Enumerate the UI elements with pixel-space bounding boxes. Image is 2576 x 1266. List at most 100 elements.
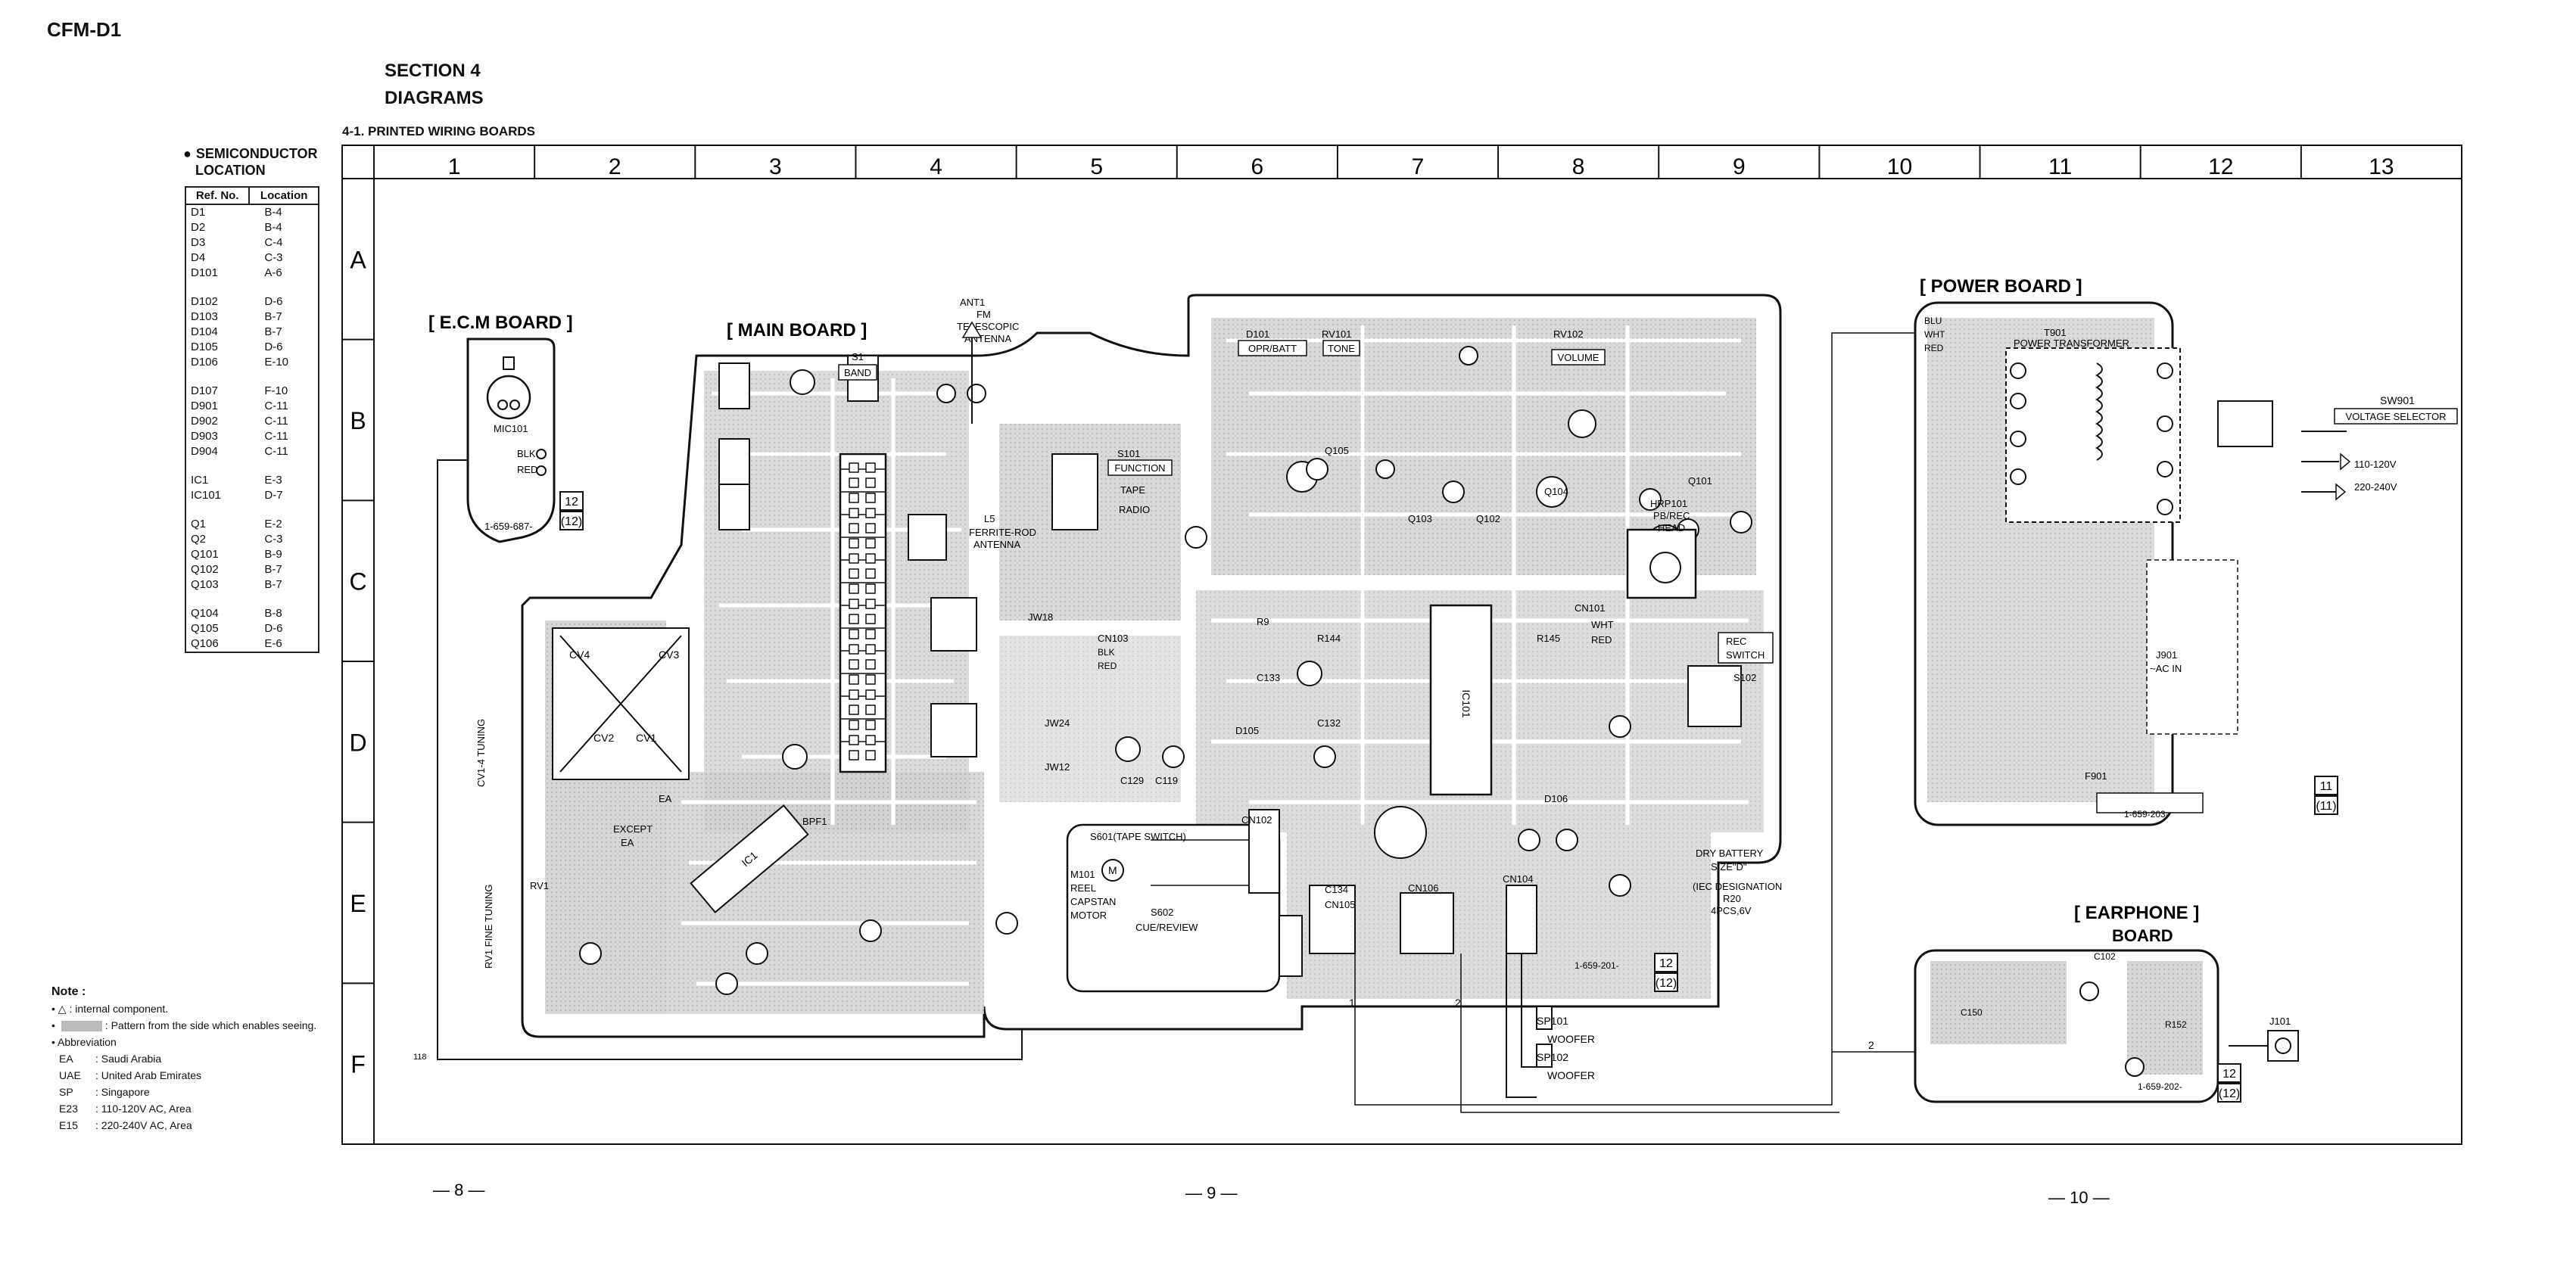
tape-label: TAPE <box>1120 484 1145 496</box>
sp101-label: SP101 <box>1537 1015 1568 1027</box>
ref-no-cell: D3 <box>191 236 206 249</box>
ref-no-cell: D2 <box>191 221 206 234</box>
ferrite-label-2: FERRITE-ROD <box>969 527 1036 538</box>
grid-column-label: 1 <box>448 154 461 179</box>
t901-label: T901 <box>2044 327 2067 338</box>
sp102-woofer-label: WOOFER <box>1547 1069 1595 1081</box>
connector-pin <box>865 599 876 609</box>
connector-pin <box>849 750 859 761</box>
q102-label: Q102 <box>1476 513 1500 524</box>
c129-label: C129 <box>1120 775 1144 786</box>
cn103-blk-label: BLK <box>1098 647 1115 658</box>
ref-no-cell: Q106 <box>191 637 219 650</box>
connector-pin <box>849 462 859 473</box>
ref-no-cell: D107 <box>191 384 218 397</box>
connector-pin <box>865 644 876 655</box>
connector-pin <box>849 553 859 564</box>
triangle-icon: △ <box>58 1003 67 1015</box>
ferrite-label-3: ANTENNA <box>973 539 1020 550</box>
connector-pin <box>865 614 876 624</box>
connector-pin <box>849 583 859 594</box>
mic-label: MIC101 <box>494 423 528 434</box>
shaded-pattern-swatch <box>61 1021 102 1032</box>
volume-label: VOLUME <box>1558 352 1599 363</box>
connector-pin <box>865 523 876 533</box>
ref-no-cell: IC101 <box>191 489 222 502</box>
ref-no-cell: Q1 <box>191 518 207 530</box>
grid-row-label: C <box>349 568 366 596</box>
location-cell: B-7 <box>264 578 282 591</box>
ref-no-cell: D1 <box>191 206 206 219</box>
power-board-title: [ POWER BOARD ] <box>1920 276 2082 297</box>
s102-label: S102 <box>1733 672 1756 683</box>
location-cell: B-7 <box>264 325 282 338</box>
ref-no-cell: D902 <box>191 415 218 428</box>
abbrev-item: SP: Singapore <box>51 1084 316 1100</box>
voltage-selector-label: VOLTAGE SELECTOR <box>2346 411 2447 422</box>
grid-column-label: 7 <box>1412 154 1425 179</box>
abbrev-value: : United Arab Emirates <box>95 1069 202 1081</box>
rv101-label: RV101 <box>1322 328 1352 340</box>
connector-pin <box>865 659 876 670</box>
grid-column-label: 8 <box>1572 154 1585 179</box>
main-board: IC101 IC1 CV2 CV1 CV4 CV3 <box>413 294 1782 1062</box>
page-9: — 9 — <box>1185 1184 1237 1202</box>
ref-no-cell: Q101 <box>191 548 219 561</box>
notes: Note : • △ : internal component. • : Pat… <box>51 984 316 1134</box>
rec-switch-label-2: SWITCH <box>1726 649 1765 661</box>
connector-pin <box>849 644 859 655</box>
abbrev-key: E15 <box>59 1119 78 1131</box>
ecm-ref-num2: (12) <box>561 515 582 528</box>
connector-pin <box>849 629 859 639</box>
grid-row-label: F <box>350 1051 366 1078</box>
earphone-title-1: [ EARPHONE ] <box>2074 903 2199 923</box>
power-ref-num2: (11) <box>2316 800 2336 813</box>
ref-118: 118 <box>413 1053 427 1062</box>
power-part-number: 1-659-203- <box>2124 809 2169 820</box>
cv4-label: CV4 <box>569 649 590 661</box>
grid-column-label: 10 <box>1887 154 1912 179</box>
c134-label: C134 <box>1325 884 1348 895</box>
cue-review-label: CUE/REVIEW <box>1135 922 1198 933</box>
speaker-wiring: SP101 WOOFER SP102 WOOFER 1 2 2 <box>1349 332 1915 1113</box>
semiconductor-location-title: ●SEMICONDUCTOR LOCATION <box>183 146 318 178</box>
location-cell: E-3 <box>264 474 282 487</box>
ant-label-2: FM <box>977 309 991 320</box>
s602-label: S602 <box>1151 907 1173 918</box>
abbrev-item: EA: Saudi Arabia <box>51 1050 316 1067</box>
connector-pin <box>865 538 876 549</box>
location-cell: C-11 <box>264 400 288 412</box>
connector-pin <box>849 720 859 730</box>
earphone-title-2: BOARD <box>2112 926 2173 945</box>
grid-column-label: 9 <box>1733 154 1746 179</box>
abbrev-value: : Singapore <box>95 1086 150 1098</box>
location-cell: C-3 <box>264 251 283 264</box>
c150-label: C150 <box>1961 1007 1983 1018</box>
abbrev-item: UAE : United Arab Emirates <box>51 1067 316 1084</box>
abbrev-key: EA <box>59 1053 73 1065</box>
grid-column-label: 4 <box>930 154 942 179</box>
abbrev-value: : 110-120V AC, Area <box>95 1103 192 1115</box>
location-cell: E-2 <box>264 518 282 530</box>
connector-pin <box>849 735 859 745</box>
motor-label-3: CAPSTAN <box>1070 896 1116 907</box>
abbrev-key: UAE <box>59 1069 81 1081</box>
power-transformer-label: POWER TRANSFORMER <box>2014 337 2129 349</box>
abbrev-item: E23: 110-120V AC, Area <box>51 1100 316 1117</box>
j901-label: J901 <box>2156 649 2177 661</box>
q101-label: Q101 <box>1688 475 1712 487</box>
main-part-number: 1-659-201- <box>1575 960 1619 971</box>
ref-no-cell: Q105 <box>191 622 219 635</box>
except-ea-label-2: EA <box>621 837 634 848</box>
bullet-icon: ● <box>183 146 192 161</box>
